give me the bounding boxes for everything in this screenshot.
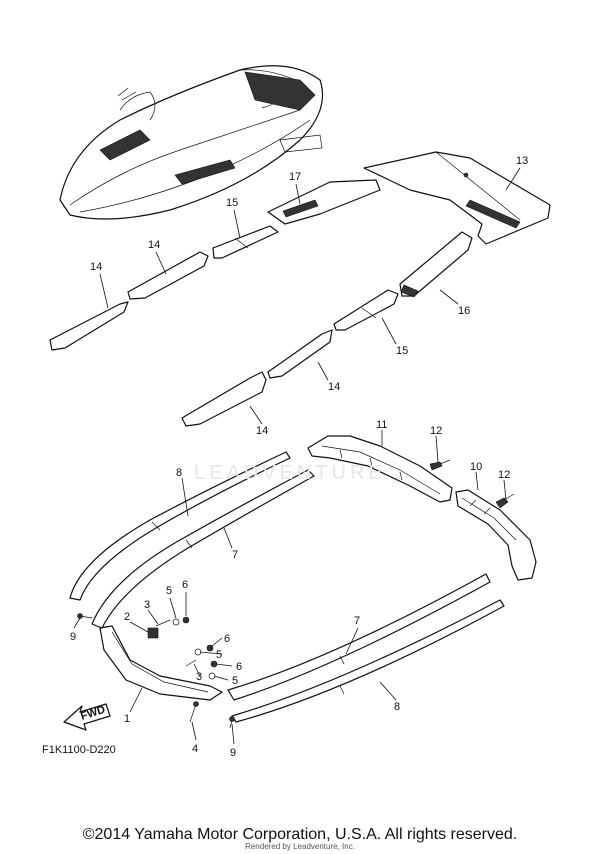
nut-6-mid <box>206 644 214 652</box>
rivet-12-lower <box>495 493 515 509</box>
callout-17: 17 <box>289 171 301 183</box>
callout-5-lower: 5 <box>232 675 238 687</box>
callout-9-right: 9 <box>230 747 236 759</box>
callout-6-mid: 6 <box>224 633 230 645</box>
callout-16: 16 <box>458 305 470 317</box>
watermark: LEADVENTURE <box>194 462 386 484</box>
callout-15-upper: 15 <box>226 197 238 209</box>
callout-8-lower: 8 <box>394 701 400 713</box>
callout-3-lower: 3 <box>196 671 202 683</box>
callout-7-lower: 7 <box>354 615 360 627</box>
callout-14-upper-left: 14 <box>90 261 102 273</box>
mat-17 <box>267 179 381 225</box>
copyright-notice: ©2014 Yamaha Motor Corporation, U.S.A. A… <box>82 826 518 843</box>
screw-9-right <box>229 716 235 729</box>
mat-14-upper-left <box>49 301 129 351</box>
callout-6-lower: 6 <box>236 661 242 673</box>
callout-14-lower-right: 14 <box>328 381 340 393</box>
rail-7-left <box>91 469 315 629</box>
rear-bumper-11 <box>307 435 453 503</box>
rivet-12-upper <box>429 459 451 471</box>
rail-7-right <box>227 573 491 701</box>
bracket-2 <box>147 627 159 639</box>
callout-5-mid: 5 <box>216 649 222 661</box>
nut-6-upper <box>182 616 190 624</box>
mat-14-lower-right <box>267 329 333 379</box>
callout-6-upper: 6 <box>182 579 188 591</box>
figure-code: F1K1100-D220 <box>42 744 116 756</box>
callout-11: 11 <box>376 419 387 431</box>
callout-labels: 13 17 15 14 14 16 15 14 14 11 12 10 12 8… <box>70 155 528 759</box>
mat-16 <box>399 231 473 298</box>
callout-12-upper: 12 <box>430 425 442 437</box>
watercraft-overview-illustration <box>59 65 324 220</box>
front-bumper-1 <box>99 625 223 701</box>
callout-2: 2 <box>124 611 130 623</box>
callout-5-upper: 5 <box>166 585 172 597</box>
mat-14-lower-left <box>181 371 267 427</box>
callout-9-left: 9 <box>70 631 76 643</box>
callout-4: 4 <box>192 743 198 755</box>
bolt-3-lower <box>185 659 197 667</box>
side-bumper-10 <box>455 489 537 581</box>
callout-13: 13 <box>516 155 528 167</box>
leader-lines <box>73 167 521 745</box>
callout-15-lower: 15 <box>396 345 408 357</box>
rendered-by-credit: Rendered by Leadventure, Inc. <box>245 842 355 851</box>
strip-8-left <box>69 451 291 601</box>
callout-14-upper-right: 14 <box>148 239 160 251</box>
callout-14-lower-left: 14 <box>256 425 268 437</box>
callout-10: 10 <box>470 461 482 473</box>
washer-5-upper <box>172 618 180 626</box>
callout-12-lower: 12 <box>498 469 510 481</box>
strip-8-right <box>231 599 505 723</box>
bolt-3-upper <box>155 619 171 627</box>
callout-7-upper: 7 <box>232 549 238 561</box>
callout-3-upper: 3 <box>144 599 150 611</box>
fwd-label: FWD <box>79 704 107 723</box>
screw-9-left <box>77 613 93 619</box>
mat-15-lower <box>333 289 399 331</box>
forward-direction-arrow: FWD <box>63 703 111 731</box>
mat-13 <box>363 151 551 245</box>
callout-8-upper: 8 <box>176 467 182 479</box>
callout-1: 1 <box>124 713 130 725</box>
mat-15-upper <box>212 225 279 259</box>
mat-14-upper-right <box>127 251 209 300</box>
screw-4 <box>189 701 199 723</box>
